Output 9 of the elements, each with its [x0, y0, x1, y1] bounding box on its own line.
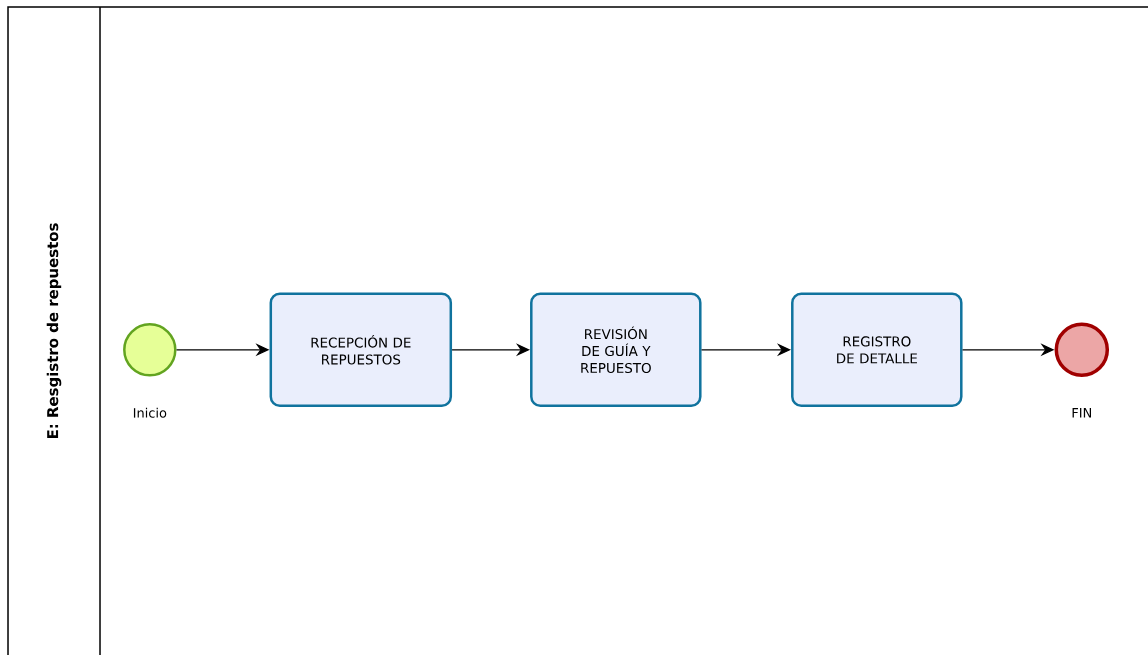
event-label: FIN: [1072, 408, 1091, 418]
task-box: REVISIÓN DE GUÍA Y REPUESTO: [530, 292, 702, 408]
task-box: REGISTRO DE DETALLE: [791, 292, 963, 408]
start-event-circle: [123, 323, 177, 377]
lane-title: E: Resgistro de repuestos: [46, 223, 62, 439]
end-event-circle: [1054, 322, 1110, 378]
swimlane: [7, 6, 1148, 655]
task-box: RECEPCIÓN DE REPUESTOS: [269, 292, 453, 408]
event-label: Inicio: [133, 407, 167, 418]
